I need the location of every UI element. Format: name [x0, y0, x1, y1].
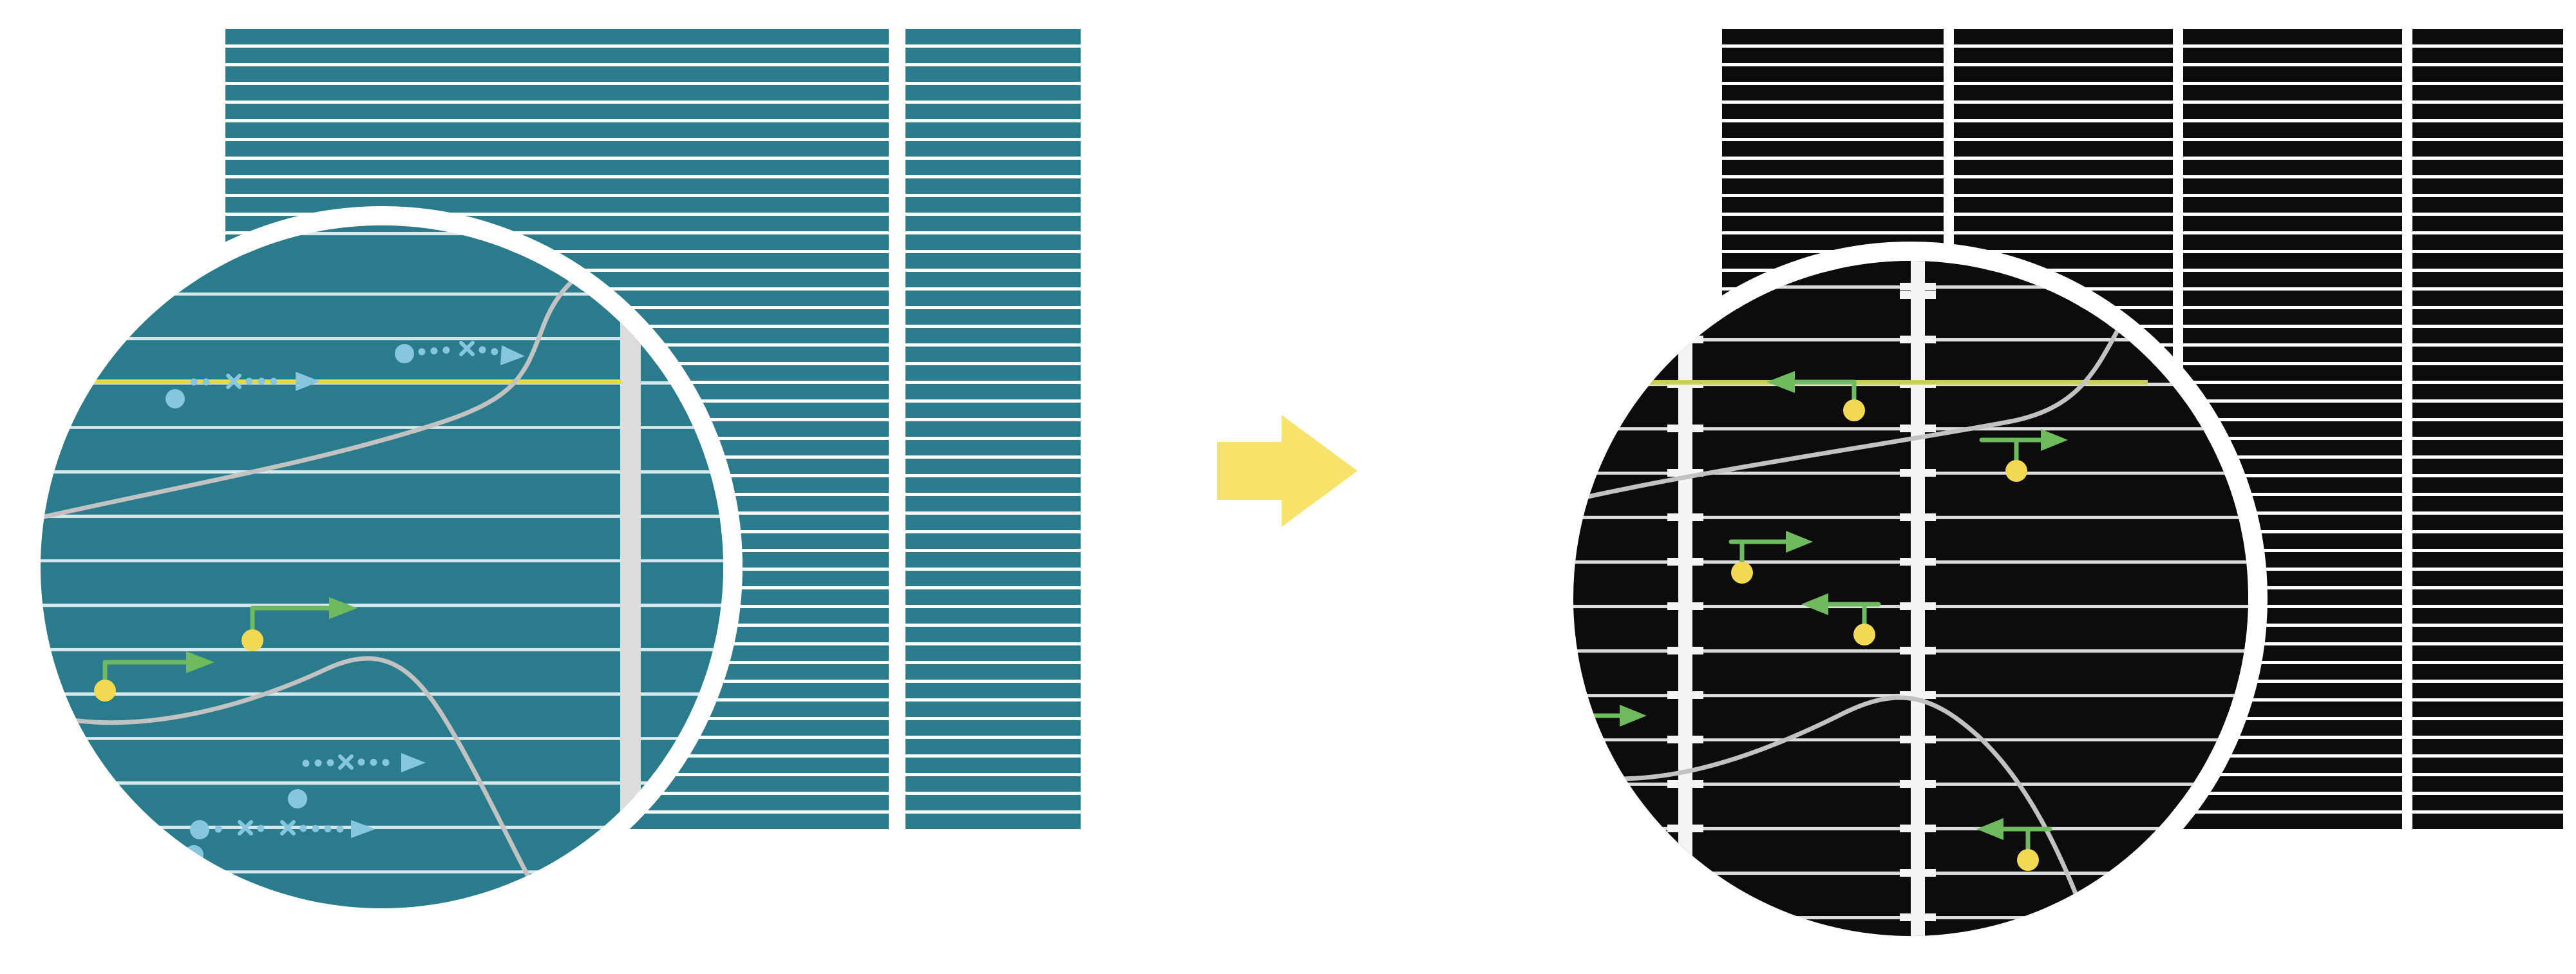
green-carrier-marker [1766, 371, 1865, 421]
blue-arrowhead-icon [296, 372, 320, 391]
grain-boundary-curve [1573, 269, 2172, 502]
blue-arrowhead-icon [401, 753, 426, 772]
carrier-dot-yellow-icon [1843, 399, 1865, 421]
busbar [1911, 261, 1925, 936]
grain-boundary-curve [41, 656, 548, 908]
green-arrowhead-icon [329, 597, 357, 619]
trap-cross-icon [338, 754, 354, 770]
carrier-dot-blue-icon [190, 820, 209, 839]
carrier-dot-yellow-icon [2017, 849, 2039, 871]
trap-cross-icon [459, 341, 475, 356]
green-carrier-marker [94, 651, 214, 702]
carrier-dot-blue-icon [166, 389, 185, 408]
green-arrowhead-icon [1766, 371, 1795, 393]
green-carrier-marker [1801, 593, 1881, 645]
finger-line-yellow [41, 379, 621, 384]
carrier-dot-blue-icon [395, 344, 414, 363]
carrier-dot-yellow-icon [1731, 562, 1753, 584]
dotted-path [214, 825, 234, 833]
green-carrier-marker [1976, 818, 2052, 871]
busbar [1678, 261, 1692, 936]
green-arrowhead-icon [2041, 429, 2068, 451]
carrier-dot-yellow-icon [1573, 738, 1595, 760]
carrier-dot-yellow-icon [2005, 460, 2027, 482]
carrier-dot-yellow-icon [94, 680, 116, 702]
left-inset-background [41, 225, 723, 908]
left-magnifier-circle [21, 206, 743, 928]
right-cell-column [2412, 29, 2563, 831]
right-inset-background [1573, 261, 2248, 936]
blue-carrier-trail [395, 341, 525, 365]
blue-carrier-trail [184, 820, 375, 864]
blue-arrowhead-icon [351, 820, 375, 838]
dotted-path [357, 758, 397, 767]
dotted-path [418, 346, 455, 356]
green-carrier-marker [1979, 429, 2068, 482]
green-arrowhead-icon [1976, 818, 2003, 840]
dotted-path [299, 825, 346, 833]
right-inset-overlay [1573, 269, 2172, 936]
dotted-path [478, 346, 499, 356]
busbar [620, 225, 641, 908]
trap-cross-icon [238, 820, 253, 836]
green-arrowhead-icon [186, 651, 214, 673]
blue-carrier-trail [166, 372, 320, 408]
grain-boundary-curve [1573, 695, 2094, 936]
left-inset-overlay [41, 254, 621, 908]
trap-cross-icon [226, 374, 242, 389]
block-arrow-right-icon [1217, 415, 1358, 527]
trap-cross-icon [280, 820, 296, 836]
green-arrowhead-icon [1620, 705, 1647, 727]
green-arrowhead-icon [1801, 593, 1828, 615]
grain-boundary-curve [41, 254, 613, 520]
green-carrier-marker [1573, 705, 1647, 760]
green-carrier-marker [242, 597, 357, 651]
blue-carrier-trail [288, 753, 426, 808]
blue-arrowhead-icon [500, 345, 525, 365]
right-magnifier-circle [1554, 242, 2268, 955]
left-cell-strip [905, 29, 1081, 831]
carrier-dot-blue-icon [288, 789, 307, 808]
carrier-dot-yellow-icon [242, 629, 263, 651]
carrier-dot-yellow-icon [1853, 624, 1875, 645]
green-arrowhead-icon [1786, 531, 1813, 553]
finger-line-yellow [1573, 380, 2148, 385]
green-carrier-marker [1728, 531, 1813, 584]
carrier-dot-blue-icon [184, 845, 204, 864]
